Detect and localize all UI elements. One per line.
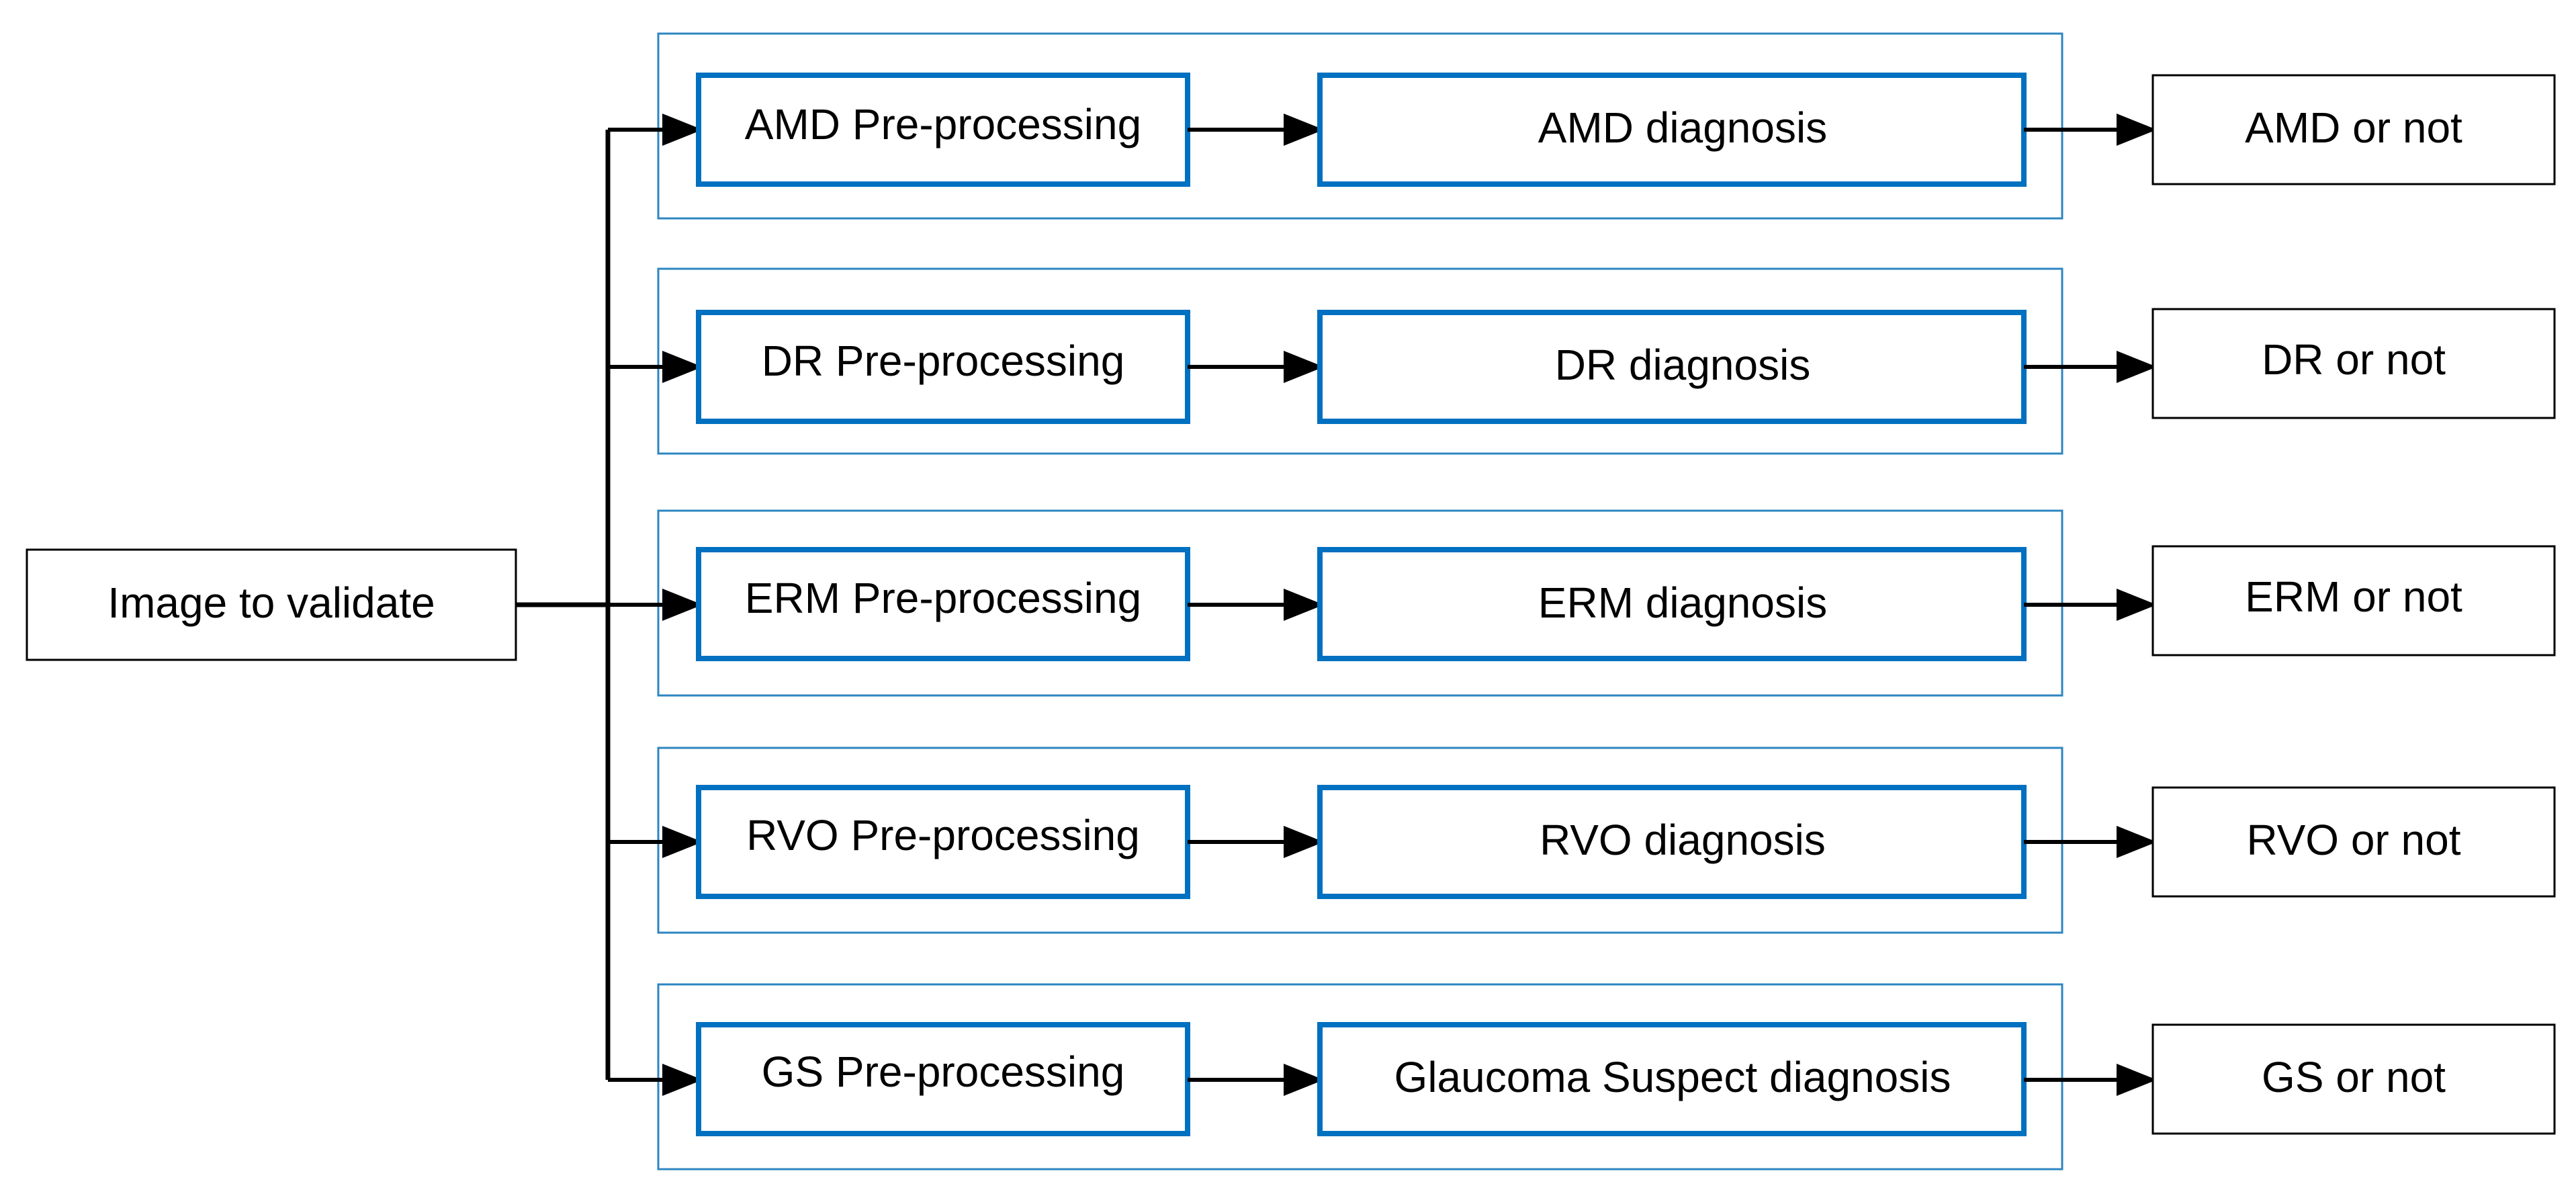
output-label: RVO or not	[2247, 816, 2461, 864]
diagnosis-box	[1317, 785, 2027, 899]
output-box	[2151, 545, 2556, 656]
diagnosis-label: AMD diagnosis	[1538, 103, 1827, 152]
pipeline-group-box	[657, 267, 2063, 455]
preprocess-label: GS Pre-processing	[762, 1048, 1125, 1096]
pipeline-0: AMD Pre-processing AMD diagnosis AMD or …	[608, 32, 2556, 220]
preprocess-box	[696, 310, 1190, 424]
output-box	[2151, 308, 2556, 419]
preprocess-box	[696, 1022, 1190, 1136]
pipeline-4: GS Pre-processing Glaucoma Suspect diagn…	[608, 983, 2556, 1171]
output-box	[2151, 786, 2556, 898]
output-box	[2151, 74, 2556, 185]
output-label: ERM or not	[2245, 572, 2462, 621]
diagnosis-label: RVO diagnosis	[1540, 816, 1826, 864]
pipeline-group-box	[657, 32, 2063, 220]
output-label: GS or not	[2262, 1053, 2446, 1101]
input-box	[26, 548, 517, 661]
trunk-connectors	[516, 130, 611, 1080]
preprocess-label: DR Pre-processing	[762, 337, 1125, 385]
input-node: Image to validate	[26, 548, 517, 661]
pipeline-3: RVO Pre-processing RVO diagnosis RVO or …	[608, 747, 2556, 934]
diagnosis-label: DR diagnosis	[1555, 341, 1811, 389]
pipeline-2: ERM Pre-processing ERM diagnosis ERM or …	[608, 509, 2556, 697]
diagnosis-label: ERM diagnosis	[1538, 579, 1827, 627]
output-label: AMD or not	[2245, 103, 2462, 152]
preprocess-box	[696, 73, 1190, 187]
diagnosis-box	[1317, 1022, 2027, 1136]
input-label: Image to validate	[107, 579, 435, 627]
diagnosis-label: Glaucoma Suspect diagnosis	[1394, 1053, 1951, 1101]
output-box	[2151, 1023, 2556, 1135]
preprocess-label: ERM Pre-processing	[745, 574, 1141, 622]
preprocess-label: AMD Pre-processing	[745, 100, 1141, 148]
pipeline-group-box	[657, 983, 2063, 1171]
pipeline-1: DR Pre-processing DR diagnosis DR or not	[608, 267, 2556, 455]
output-label: DR or not	[2262, 335, 2446, 384]
preprocess-label: RVO Pre-processing	[746, 811, 1140, 859]
